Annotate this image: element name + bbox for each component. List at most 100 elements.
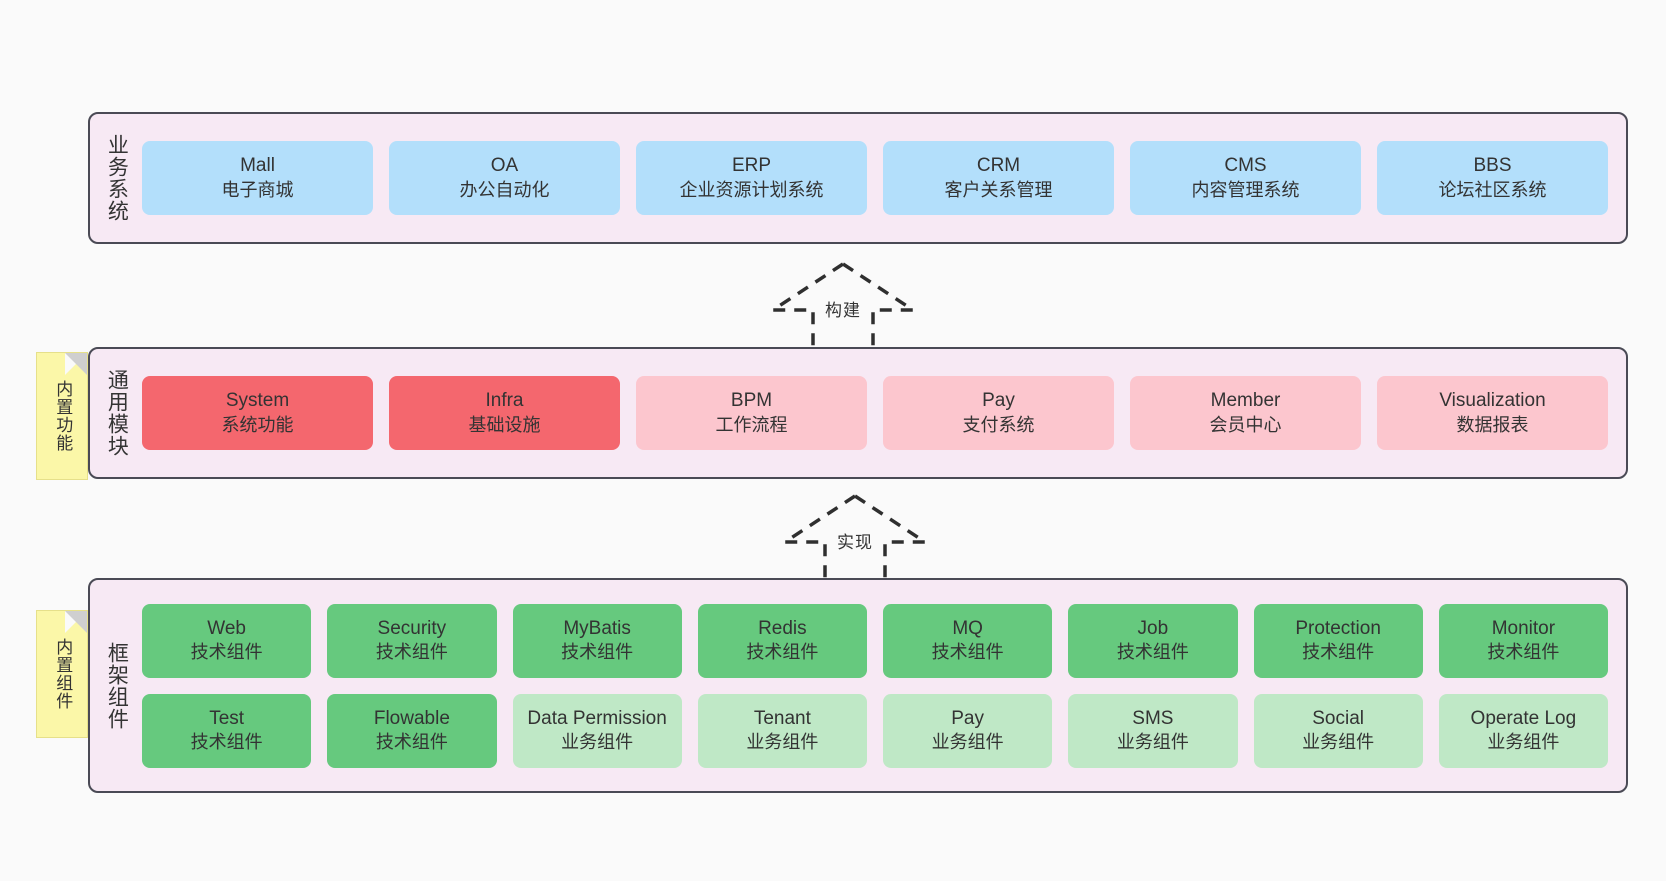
card-crm[interactable]: CRM 客户关系管理 xyxy=(883,141,1114,215)
card-monitor-desc: 技术组件 xyxy=(1487,642,1560,663)
card-erp-desc: 企业资源计划系统 xyxy=(679,179,824,200)
card-data-permission[interactable]: Data Permission 业务组件 xyxy=(512,693,682,768)
card-cms-desc: 内容管理系统 xyxy=(1191,179,1300,200)
card-bbs-name: BBS xyxy=(1473,155,1512,177)
framework-business-row: Test 技术组件 Flowable 技术组件 Data Permission … xyxy=(142,693,1608,768)
card-visualization-name: Visualization xyxy=(1439,390,1546,412)
card-data-permission-name: Data Permission xyxy=(527,707,667,729)
layer-common-modules-label: 通用模块 xyxy=(105,369,129,457)
card-crm-name: CRM xyxy=(976,155,1021,177)
card-operate-log-name: Operate Log xyxy=(1470,707,1577,729)
card-mybatis-desc: 技术组件 xyxy=(561,642,634,663)
card-flowable-name: Flowable xyxy=(373,707,450,729)
card-protection[interactable]: Protection 技术组件 xyxy=(1253,603,1423,678)
layer-common-modules: 通用模块 System 系统功能 Infra 基础设施 BPM 工作流程 Pay… xyxy=(88,347,1628,479)
card-tenant-name: Tenant xyxy=(753,707,811,729)
card-job-desc: 技术组件 xyxy=(1116,642,1189,663)
card-mybatis[interactable]: MyBatis 技术组件 xyxy=(512,603,682,678)
card-mq-name: MQ xyxy=(952,617,983,639)
card-job[interactable]: Job 技术组件 xyxy=(1068,603,1238,678)
card-data-permission-desc: 业务组件 xyxy=(561,732,634,753)
card-member-name: Member xyxy=(1210,390,1281,412)
card-sms-desc: 业务组件 xyxy=(1116,732,1189,753)
card-web-name: Web xyxy=(207,617,246,639)
card-visualization[interactable]: Visualization 数据报表 xyxy=(1377,376,1608,450)
card-bbs[interactable]: BBS 论坛社区系统 xyxy=(1377,141,1608,215)
card-erp[interactable]: ERP 企业资源计划系统 xyxy=(636,141,867,215)
layer-framework-components-label: 框架组件 xyxy=(105,641,129,730)
card-mq[interactable]: MQ 技术组件 xyxy=(883,603,1053,678)
card-oa[interactable]: OA 办公自动化 xyxy=(389,141,620,215)
card-bbs-desc: 论坛社区系统 xyxy=(1438,179,1547,200)
layer-business-system-body: Mall 电子商城 OA 办公自动化 ERP 企业资源计划系统 CRM 客户关系… xyxy=(142,114,1626,242)
card-flowable-desc: 技术组件 xyxy=(375,732,448,753)
card-social[interactable]: Social 业务组件 xyxy=(1253,693,1423,768)
layer-business-system: 业务系统 Mall 电子商城 OA 办公自动化 ERP 企业资源计划系统 CRM… xyxy=(88,112,1628,244)
card-monitor[interactable]: Monitor 技术组件 xyxy=(1438,603,1608,678)
card-redis[interactable]: Redis 技术组件 xyxy=(697,603,867,678)
modules-card-row: System 系统功能 Infra 基础设施 BPM 工作流程 Pay 支付系统… xyxy=(142,376,1608,450)
card-bpm-name: BPM xyxy=(730,390,773,412)
card-security[interactable]: Security 技术组件 xyxy=(327,603,497,678)
layer-framework-components-body: Web 技术组件 Security 技术组件 MyBatis 技术组件 Redi… xyxy=(142,580,1626,791)
card-system-desc: 系统功能 xyxy=(221,414,294,435)
note-builtin-component-text: 内置组件 xyxy=(53,638,73,710)
note-builtin-component: 内置组件 xyxy=(36,610,88,738)
connector-build: 构建 xyxy=(758,258,928,353)
card-oa-desc: 办公自动化 xyxy=(459,179,550,200)
layer-framework-components: 框架组件 Web 技术组件 Security 技术组件 MyBatis 技术组件… xyxy=(88,578,1628,793)
card-system[interactable]: System 系统功能 xyxy=(142,376,373,450)
card-pay-module[interactable]: Pay 支付系统 xyxy=(883,376,1114,450)
card-crm-desc: 客户关系管理 xyxy=(944,179,1053,200)
card-pay-component-name: Pay xyxy=(951,707,984,729)
framework-tech-row: Web 技术组件 Security 技术组件 MyBatis 技术组件 Redi… xyxy=(142,603,1608,678)
card-tenant[interactable]: Tenant 业务组件 xyxy=(697,693,867,768)
card-web-desc: 技术组件 xyxy=(190,642,263,663)
card-cms-name: CMS xyxy=(1224,155,1267,177)
card-mq-desc: 技术组件 xyxy=(931,642,1004,663)
note-builtin-function: 内置功能 xyxy=(36,352,88,480)
card-member-desc: 会员中心 xyxy=(1209,414,1282,435)
card-system-name: System xyxy=(225,390,290,412)
card-operate-log[interactable]: Operate Log 业务组件 xyxy=(1438,693,1608,768)
card-social-desc: 业务组件 xyxy=(1302,732,1375,753)
card-mybatis-name: MyBatis xyxy=(563,617,631,639)
card-pay-component[interactable]: Pay 业务组件 xyxy=(883,693,1053,768)
card-cms[interactable]: CMS 内容管理系统 xyxy=(1130,141,1361,215)
note-fold-corner-icon xyxy=(65,611,87,633)
card-test-name: Test xyxy=(209,707,245,729)
card-mall-name: Mall xyxy=(240,155,275,177)
card-web[interactable]: Web 技术组件 xyxy=(142,603,312,678)
card-flowable[interactable]: Flowable 技术组件 xyxy=(327,693,497,768)
card-sms[interactable]: SMS 业务组件 xyxy=(1068,693,1238,768)
card-pay-module-desc: 支付系统 xyxy=(962,414,1035,435)
card-redis-desc: 技术组件 xyxy=(746,642,819,663)
connector-implement: 实现 xyxy=(770,490,940,585)
card-security-name: Security xyxy=(377,617,447,639)
card-bpm[interactable]: BPM 工作流程 xyxy=(636,376,867,450)
card-operate-log-desc: 业务组件 xyxy=(1487,732,1560,753)
card-infra[interactable]: Infra 基础设施 xyxy=(389,376,620,450)
card-oa-name: OA xyxy=(490,155,519,177)
card-sms-name: SMS xyxy=(1132,707,1174,729)
card-social-name: Social xyxy=(1312,707,1364,729)
card-monitor-name: Monitor xyxy=(1491,617,1556,639)
card-infra-name: Infra xyxy=(485,390,524,412)
card-pay-module-name: Pay xyxy=(982,390,1015,412)
card-tenant-desc: 业务组件 xyxy=(746,732,819,753)
layer-business-system-label: 业务系统 xyxy=(105,134,129,222)
card-pay-component-desc: 业务组件 xyxy=(931,732,1004,753)
card-member[interactable]: Member 会员中心 xyxy=(1130,376,1361,450)
card-infra-desc: 基础设施 xyxy=(468,414,541,435)
card-test[interactable]: Test 技术组件 xyxy=(142,693,312,768)
card-erp-name: ERP xyxy=(731,155,772,177)
note-builtin-function-text: 内置功能 xyxy=(53,380,73,452)
business-card-row: Mall 电子商城 OA 办公自动化 ERP 企业资源计划系统 CRM 客户关系… xyxy=(142,141,1608,215)
layer-common-modules-body: System 系统功能 Infra 基础设施 BPM 工作流程 Pay 支付系统… xyxy=(142,349,1626,477)
card-protection-desc: 技术组件 xyxy=(1302,642,1375,663)
card-redis-name: Redis xyxy=(758,617,807,639)
card-mall[interactable]: Mall 电子商城 xyxy=(142,141,373,215)
card-visualization-desc: 数据报表 xyxy=(1456,414,1529,435)
card-bpm-desc: 工作流程 xyxy=(715,414,788,435)
card-job-name: Job xyxy=(1137,617,1169,639)
